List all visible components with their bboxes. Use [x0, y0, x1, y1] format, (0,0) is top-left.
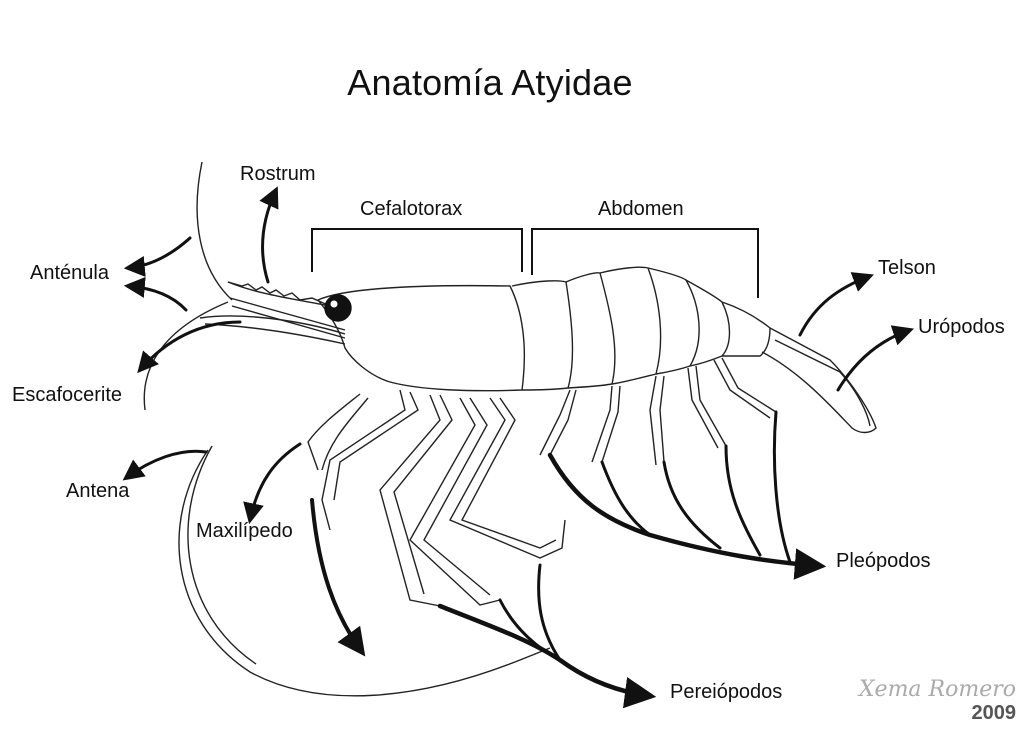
author-signature: Xema Romero [858, 677, 1016, 702]
cephalothorax-bracket [311, 228, 523, 272]
author-credit: Xema Romero 2009 [859, 677, 1016, 725]
pleopod-4 [687, 365, 727, 449]
antennule-label: Anténula [30, 262, 109, 284]
abdomen-segment-5 [685, 279, 731, 367]
pereiopods-label: Pereiópodos [670, 681, 783, 703]
antennule-arrow-1 [123, 236, 192, 277]
pleopod-5 [713, 357, 777, 419]
uropods-arrow [836, 325, 914, 392]
pleopod-3 [649, 375, 665, 466]
pereiopod-1 [321, 389, 419, 531]
pereiopod-4 [449, 397, 566, 559]
uropods-label: Urópodos [918, 316, 1005, 338]
scaphocerite-label: Escafocerite [12, 384, 123, 406]
scaphocerite-shape [199, 315, 346, 345]
antenna-label: Antena [66, 480, 130, 502]
telson-shape [761, 327, 877, 434]
abdomen-segment-1 [511, 280, 574, 391]
abdomen-bracket [531, 228, 759, 298]
telson-label: Telson [878, 257, 936, 279]
pereiopod-2 [379, 394, 453, 607]
pleopod-1 [539, 389, 577, 456]
pereiopod-3 [409, 397, 501, 606]
antennule-arrow-2 [123, 276, 188, 312]
credit-year: 2009 [971, 702, 1017, 724]
maxilliped-label: Maxilípedo [196, 520, 293, 542]
scaphocerite-arrow [137, 320, 242, 374]
antenna-arrow [122, 449, 208, 481]
diagram-title: Anatomía Atyidae [347, 62, 633, 103]
rostrum-shape [227, 281, 331, 307]
rostrum-label: Rostrum [240, 163, 316, 185]
abdomen-segment-6 [721, 301, 771, 357]
abdomen-label: Abdomen [598, 198, 684, 220]
cephalothorax-label: Cefalotorax [360, 198, 463, 220]
pleopods-label: Pleópodos [836, 550, 931, 572]
pleopod-2 [591, 385, 621, 463]
telson-arrow [798, 272, 874, 337]
abdomen-segment-4 [647, 267, 700, 375]
abdomen-segment-3 [599, 266, 662, 385]
maxilliped-shape [307, 393, 369, 471]
abdomen-segment-2 [565, 272, 616, 389]
antennule-flagellum [196, 161, 233, 301]
carapace-outline [316, 284, 526, 392]
rostrum-arrow [259, 186, 279, 284]
shrimp-body [143, 161, 877, 697]
antenna-flagellum [178, 449, 551, 697]
pereiopod-arrow-maxilliped [310, 498, 366, 657]
maxilliped-arrow [243, 442, 302, 525]
shrimp-eye [324, 294, 352, 322]
